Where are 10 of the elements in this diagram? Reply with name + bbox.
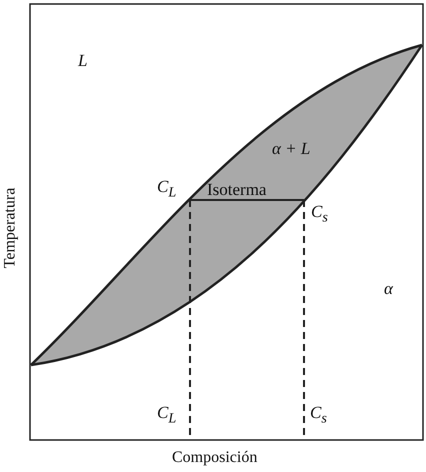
phase-label: L xyxy=(78,52,88,69)
composition-label: C$_{s}$ xyxy=(311,203,328,225)
composition-label: C$_{s}$ xyxy=(310,404,327,426)
composition-label: C$_{L}$ xyxy=(157,178,176,200)
phase-label: α + L xyxy=(272,140,310,157)
axis-title: Temperatura xyxy=(2,188,18,268)
axis-title: Composición xyxy=(172,450,258,466)
composition-label: C$_{L}$ xyxy=(157,404,176,426)
isotherm-label: Isoterma xyxy=(207,181,266,198)
phase-label: α xyxy=(384,280,393,297)
